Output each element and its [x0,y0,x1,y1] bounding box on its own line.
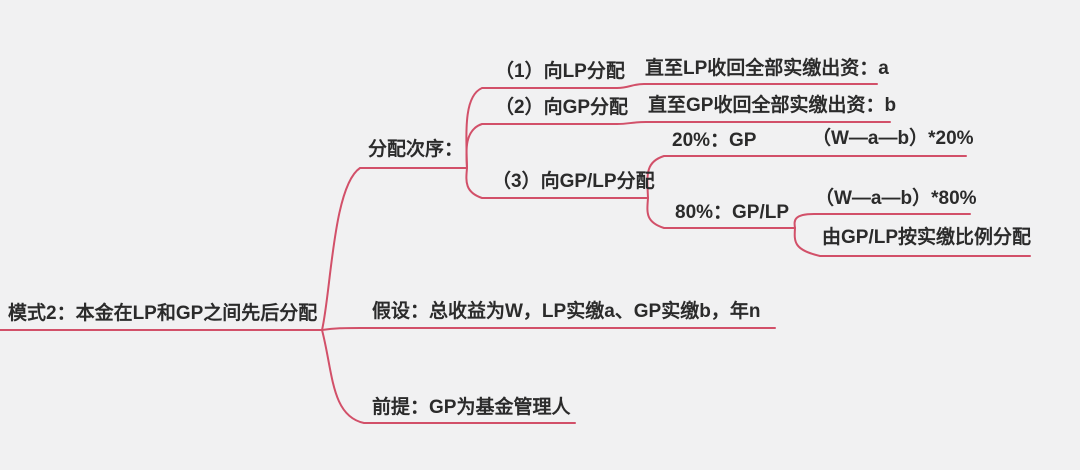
node-w-a-b-80[interactable]: （W—a—b）*80% [815,188,977,209]
connector-assumption [321,327,776,331]
node-allocate-gplp[interactable]: （3）向GP/LP分配 [492,171,655,192]
node-until-gp[interactable]: 直至GP收回全部实缴出资：b [648,95,897,116]
connector-prorata [793,227,1031,257]
connector-80-gplp [646,197,796,229]
node-assumption[interactable]: 假设：总收益为W，LP实缴a、GP实缴b，年n [372,301,761,322]
connector-until-lp [616,83,878,89]
connector-until-gp [616,121,891,125]
node-w-a-b-20[interactable]: （W—a—b）*20% [812,128,974,149]
node-80-gplp[interactable]: 80%：GP/LP [675,202,790,223]
connector-allocate-gplp [465,167,649,199]
connector-order [321,167,468,331]
connector-premise [321,329,576,424]
connector-allocate-gp [465,123,618,169]
node-20-gp[interactable]: 20%：GP [672,130,757,151]
connector-w-a-b-80 [793,213,971,229]
node-allocate-gp[interactable]: （2）向GP分配 [495,97,629,118]
connector-20-gp [646,155,789,199]
node-premise[interactable]: 前提：GP为基金管理人 [372,397,571,418]
node-until-lp[interactable]: 直至LP收回全部实缴出资：a [645,58,889,79]
node-prorata[interactable]: 由GP/LP按实缴比例分配 [822,227,1032,248]
node-order[interactable]: 分配次序： [368,139,464,160]
node-root[interactable]: 模式2：本金在LP和GP之间先后分配 [8,303,318,324]
node-allocate-lp[interactable]: （1）向LP分配 [495,61,625,82]
